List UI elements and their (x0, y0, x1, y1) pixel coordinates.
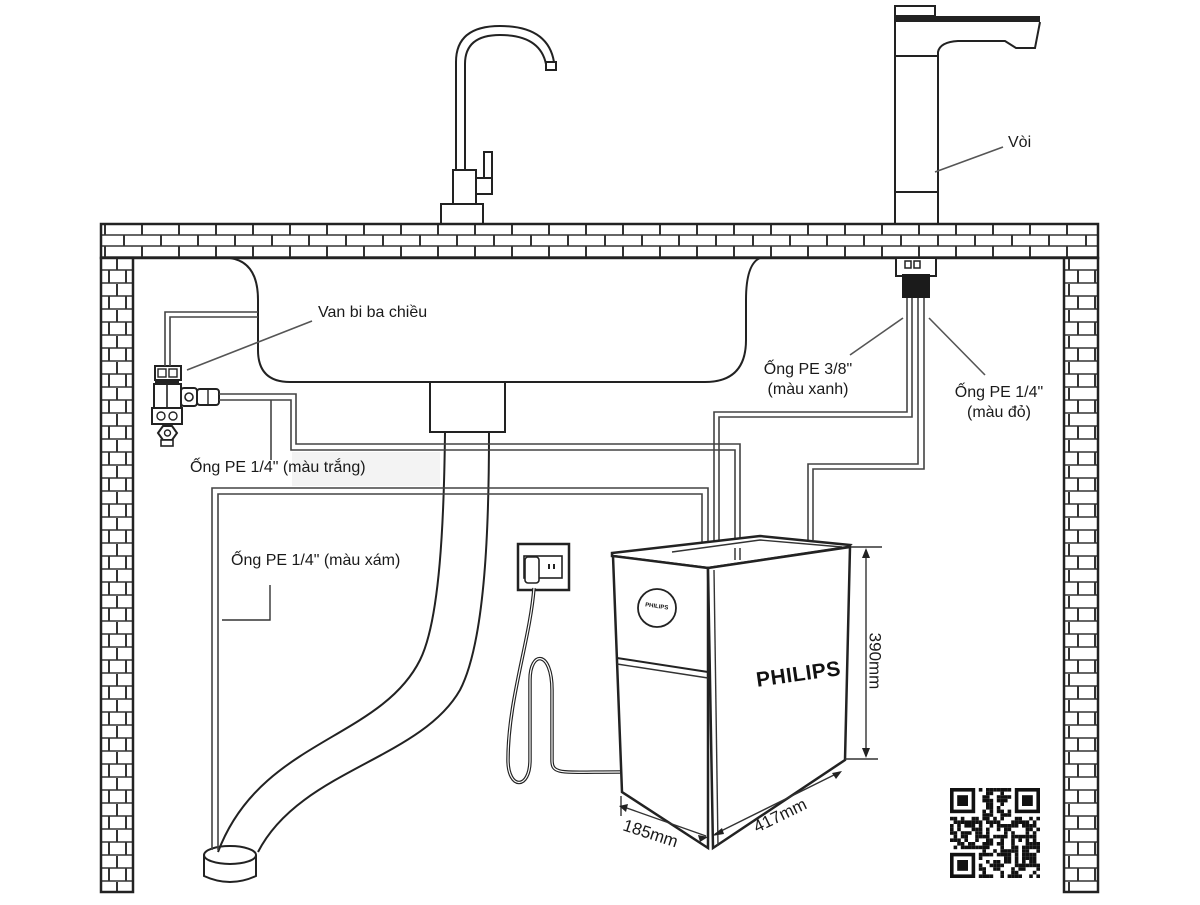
left-wall (99, 256, 135, 894)
label-three-way-valve: Van bi ba chiều (318, 304, 428, 321)
sink-basin (229, 257, 761, 383)
power-outlet (516, 542, 571, 592)
three-way-ball-valve (151, 365, 220, 447)
label-white-pipe: Ống PE 1/4" (màu trắng) (190, 459, 366, 476)
label-faucet: Vòi (1008, 134, 1032, 151)
power-cord (506, 587, 621, 785)
label-blue-pipe-line2: (màu xanh) (767, 381, 849, 398)
label-red-pipe-line2: (màu đỏ) (966, 404, 1032, 421)
label-red-pipe: Ống PE 1/4" (màu đỏ) (940, 383, 1058, 423)
leader-lines (186, 146, 1004, 376)
label-blue-pipe-line1: Ống PE 3/8" (763, 361, 853, 378)
label-red-pipe-line1: Ống PE 1/4" (954, 384, 1044, 401)
qr-code (950, 788, 1040, 878)
label-blue-pipe: Ống PE 3/8" (màu xanh) (752, 360, 864, 400)
drain-pipe (203, 381, 506, 883)
right-wall (1062, 256, 1100, 894)
pipes (164, 298, 925, 850)
countertop (99, 222, 1100, 260)
dimension-lines (619, 546, 882, 842)
brick-wall-frame (99, 222, 1100, 894)
filter-unit (610, 534, 853, 851)
dispenser-faucet (894, 5, 1041, 298)
label-gray-pipe: Ống PE 1/4" (màu xám) (231, 552, 401, 569)
dimension-height: 390mm (865, 632, 885, 690)
gooseneck-faucet (440, 24, 557, 225)
